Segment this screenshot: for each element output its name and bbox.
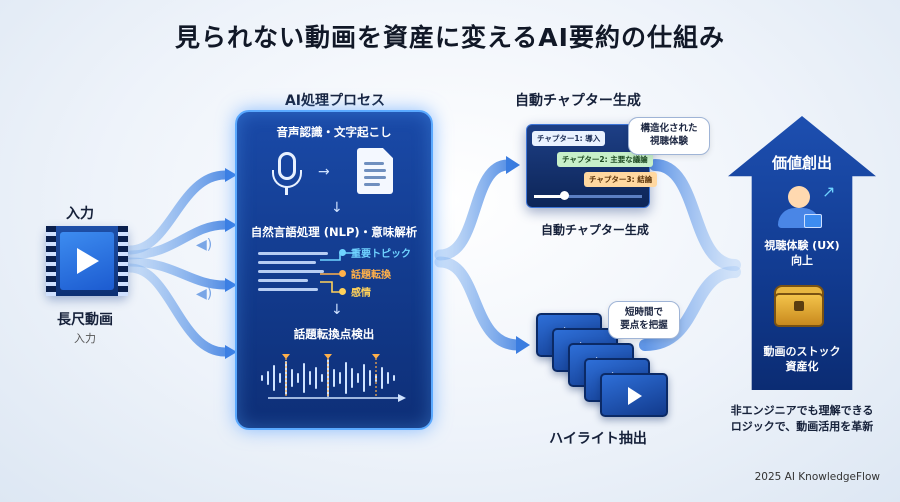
arrow-down-icon: ↓	[331, 200, 343, 216]
chapter-bubble-line2: 視聴体験	[649, 135, 688, 147]
trend-up-icon: ↗	[822, 182, 836, 201]
tag-topic: 重要トピック	[351, 249, 411, 260]
value-ux-line2: 向上	[791, 254, 813, 268]
tag-emotion: 感情	[351, 288, 371, 299]
footnote-line1: 非エンジニアでも理解できる	[730, 404, 874, 417]
play-icon	[77, 248, 99, 274]
text-lines-icon	[258, 252, 338, 292]
step-topic-shift-detection: 話題転換点検出	[293, 327, 375, 341]
process-heading: AI処理プロセス	[284, 93, 386, 109]
person-icon	[788, 186, 810, 208]
lock-icon	[794, 301, 804, 311]
footnote: 非エンジニアでも理解できる ロジックで、動画活用を革新	[722, 403, 882, 435]
tag-topic-shift: 話題転換	[351, 270, 391, 281]
credit: 2025 AI KnowledgeFlow	[754, 471, 880, 483]
value-asset-line1: 動画のストック	[763, 345, 841, 358]
input-label: 長尺動画	[57, 312, 113, 328]
footnote-line2: ロジックで、動画活用を革新	[730, 419, 874, 433]
value-ux: 視聴体験 (UX) 向上	[728, 238, 876, 269]
chapters-heading: 自動チャプター生成	[515, 93, 641, 109]
step-nlp: 自然言語処理 (NLP)・意味解析	[250, 225, 418, 239]
tag-dot	[339, 249, 346, 256]
highlight-card	[600, 373, 668, 417]
microphone-base	[285, 187, 288, 195]
seek-bar	[534, 195, 642, 198]
highlights-sublabel: ハイライト抽出	[549, 431, 647, 447]
speaker-icon: ◀)	[196, 237, 213, 253]
highlight-bubble: 短時間で 要点を把握	[608, 301, 680, 339]
speaker-icon: ◀)	[196, 286, 213, 302]
tag-connectors	[320, 252, 356, 293]
chapter-chip-2: チャプター2: 主要な議論	[557, 152, 653, 167]
waveform-icon	[261, 354, 406, 402]
chapter-bubble-line1: 構造化された	[640, 123, 698, 134]
play-icon	[628, 387, 642, 405]
seek-knob	[560, 191, 569, 200]
arrow-right-icon: →	[318, 164, 330, 180]
highlight-bubble-line1: 短時間で	[624, 307, 663, 318]
chapter-chip-3: チャプター3: 結論	[584, 172, 658, 187]
value-heading: 価値創出	[771, 154, 832, 172]
chapter-bubble: 構造化された 視聴体験	[628, 117, 710, 155]
arrow-down-icon: ↓	[331, 302, 343, 318]
value-asset: 動画のストック 資産化	[728, 344, 876, 375]
video-icon	[804, 214, 822, 228]
tag-dot	[339, 270, 346, 277]
input-heading: 入力	[66, 206, 94, 222]
value-arrow	[728, 116, 876, 390]
value-ux-line1: 視聴体験 (UX)	[764, 239, 840, 252]
input-sublabel: 入力	[74, 332, 96, 345]
page-title: 見られない動画を資産に変えるAI要約の仕組み	[175, 23, 725, 52]
chapters-sublabel: 自動チャプター生成	[541, 223, 649, 237]
highlight-bubble-line2: 要点を把握	[620, 319, 668, 331]
step-speech-recognition: 音声認識・文字起こし	[276, 125, 392, 139]
tag-dot	[339, 288, 346, 295]
film-icon	[46, 226, 128, 296]
chapter-chip-1: チャプター1: 導入	[532, 131, 606, 146]
seek-bar-progress	[534, 195, 564, 198]
value-asset-line2: 資産化	[785, 360, 819, 374]
document-icon	[357, 148, 393, 194]
